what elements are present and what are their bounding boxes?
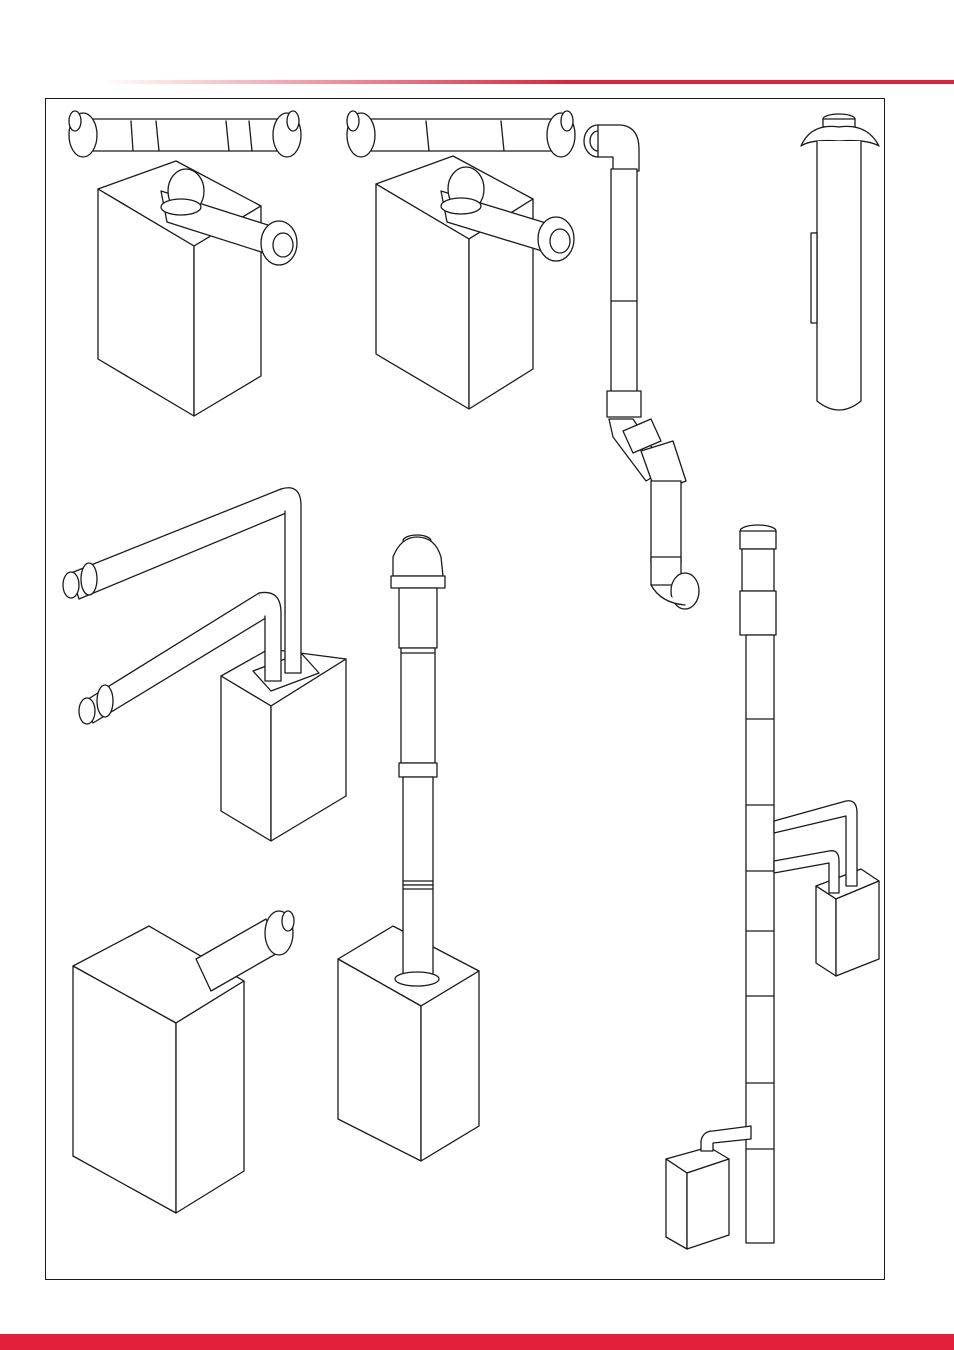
header-rule [100,80,954,84]
unit-offset-kit [584,125,699,609]
unit-rear-flue [73,911,294,1213]
unit-twin-pipe [63,488,346,841]
air-pipe [71,489,291,599]
diagram-frame [45,98,885,1280]
unit-horizontal-flue-1 [69,111,301,416]
unit-vertical-flue [338,535,479,1161]
vertical-pipe [611,169,637,393]
vertical-terminal-cap [393,537,443,576]
footer-band [0,1334,954,1350]
unit-common-flue [666,525,879,1249]
flue-systems-diagram [46,99,884,1279]
flue-pipe-back [79,119,289,151]
unit-terminal [801,114,879,410]
common-flue-stack [746,635,774,1243]
unit-horizontal-flue-2 [347,111,575,409]
